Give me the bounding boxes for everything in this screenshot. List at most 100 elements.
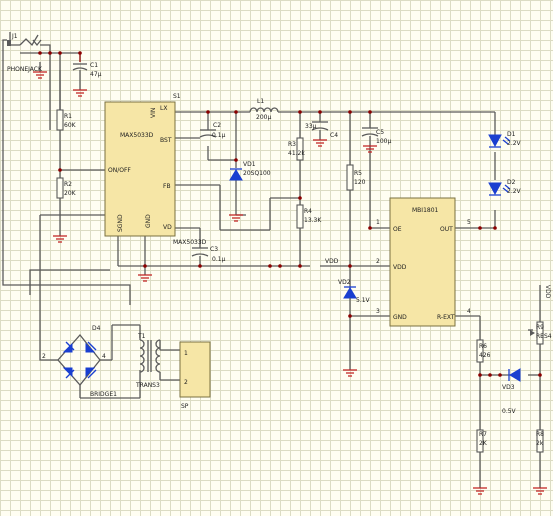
mbi-pin-rext: R-EXT xyxy=(437,314,455,321)
ground-c5-icon xyxy=(363,145,377,153)
pin-sgnd: SGND xyxy=(117,214,124,232)
phonejack-label: PHONEJACK xyxy=(7,66,43,73)
d1-name: D1 xyxy=(507,131,516,138)
c3-name: C3 xyxy=(210,246,218,253)
vd1-value: 20SQ100 xyxy=(243,170,271,177)
sp-pin-2: 2 xyxy=(184,379,188,386)
vd3-value: 0.5V xyxy=(502,408,517,415)
l1-value: 200μ xyxy=(256,114,271,121)
pin-fb: FB xyxy=(163,183,171,190)
bridge-pin-2: 2 xyxy=(42,353,46,360)
wires xyxy=(2,32,541,488)
sp-label: SP xyxy=(181,403,189,410)
r2-name: R2 xyxy=(64,181,72,188)
vdd-label: VDD xyxy=(325,258,339,265)
r8-name: R8 xyxy=(536,431,544,438)
capacitor-c2[interactable]: C2 0.1μ xyxy=(199,122,226,139)
ground-vd1-icon xyxy=(229,214,243,222)
sp-pin-1: 1 xyxy=(184,350,188,357)
resistor-r8[interactable]: R8 2k xyxy=(536,429,544,453)
ic-max5033d[interactable]: MAX5033D LX BST ON/OFF FB VD VIN SGND GN… xyxy=(104,93,207,246)
c1-value: 47μ xyxy=(90,71,102,78)
c4-top-value: 33μ xyxy=(305,123,317,130)
c2-name: C2 xyxy=(213,122,221,129)
speaker-sp[interactable]: 1 2 SP xyxy=(179,341,211,410)
j1-label: J1 xyxy=(11,33,18,40)
vd2-name: VD2 xyxy=(338,279,351,286)
r4-value: 13.3K xyxy=(304,217,322,224)
junction-dots xyxy=(38,51,542,377)
mbi-pin-1: 1 xyxy=(376,219,380,226)
resistor-r1[interactable]: R1 60K xyxy=(56,109,77,131)
trans-label: TRANS3 xyxy=(135,382,160,389)
resistor-r3[interactable]: R3 41.2k xyxy=(288,137,305,161)
pin-bst: BST xyxy=(160,137,172,144)
zener-vd2[interactable]: VD2 5.1V xyxy=(338,279,371,310)
r9-value: RES4 xyxy=(536,333,552,340)
r1-name: R1 xyxy=(64,113,72,120)
capacitor-c4[interactable]: 33μ C4 xyxy=(305,121,338,139)
pin-lx: LX xyxy=(160,105,167,112)
ground-u1-icon xyxy=(138,274,152,282)
r6-name: R6 xyxy=(479,343,487,350)
c1-name: C1 xyxy=(90,62,98,69)
r8-value: 2k xyxy=(536,440,544,447)
r2-value: 20K xyxy=(64,190,77,197)
potentiometer-r9[interactable]: R9 RES4 xyxy=(530,321,552,345)
bridge-diode-4-icon xyxy=(85,367,97,379)
diode-vd1[interactable]: VD1 20SQ100 xyxy=(229,161,271,181)
s1-label: S1 xyxy=(173,93,181,100)
mbi-pin-2: 2 xyxy=(376,258,380,265)
vd2-value: 5.1V xyxy=(356,297,371,304)
c4-name: C4 xyxy=(330,132,338,139)
ground-r7-icon xyxy=(473,487,487,495)
l1-name: L1 xyxy=(257,98,264,105)
c3-value: 0.1μ xyxy=(212,256,226,263)
c5-value: 100μ xyxy=(376,138,391,145)
capacitor-c3[interactable]: C3 0.1μ xyxy=(191,246,226,263)
u1-name-bottom: MAX5033D xyxy=(173,239,207,246)
vd3-name: VD3 xyxy=(502,384,515,391)
ground-r2-icon xyxy=(53,235,67,243)
pin-onoff: ON/OFF xyxy=(108,167,131,174)
mbi-pin-vdd: VDD xyxy=(393,264,407,271)
led-d1[interactable]: D1 2.2V xyxy=(488,131,522,148)
ic-mbi1801[interactable]: MBI1801 OE OUT VDD GND R-EXT 1 2 3 4 5 xyxy=(376,197,471,327)
r6-value: 426 xyxy=(479,352,491,359)
resistor-r4[interactable]: R4 13.3K xyxy=(296,204,322,229)
inductor-l1[interactable]: L1 200μ xyxy=(249,98,279,121)
resistor-r6[interactable]: R6 426 xyxy=(476,339,491,363)
capacitor-c1[interactable]: C1 47μ xyxy=(72,62,102,78)
pin-vin: VIN xyxy=(150,108,157,118)
mbi-pin-4: 4 xyxy=(467,308,471,315)
phonejack-j1[interactable]: J1 PHONEJACK xyxy=(7,33,43,73)
u1-name: MAX5033D xyxy=(120,132,154,139)
capacitor-c5[interactable]: C5 100μ xyxy=(361,127,391,145)
mbi-pin-out: OUT xyxy=(440,226,453,233)
vdd-right-label: VDD xyxy=(544,285,551,299)
mbi-name: MBI1801 xyxy=(412,207,439,214)
bridge-diode-3-icon xyxy=(62,367,75,379)
transformer-t1[interactable]: T1 TRANS3 xyxy=(135,325,161,389)
pin-vd: VD xyxy=(163,224,172,231)
d4-name: D4 xyxy=(92,325,101,332)
vd1-name: VD1 xyxy=(243,161,256,168)
ground-c1-icon xyxy=(73,89,87,97)
diode-vd3[interactable]: VD3 0.5V xyxy=(502,368,521,415)
ground-jack-icon xyxy=(33,71,47,79)
ground-symbols xyxy=(33,71,547,495)
led-d2[interactable]: D2 2.2V xyxy=(488,179,522,196)
d2-name: D2 xyxy=(507,179,516,186)
ground-r8-icon xyxy=(533,487,547,495)
r5-name: R5 xyxy=(354,170,362,177)
resistor-r5[interactable]: R5 120 xyxy=(346,164,366,191)
bridge-rectifier[interactable]: D4 2 4 BRIDGE1 xyxy=(42,325,117,398)
bridge-pin-4: 4 xyxy=(102,353,106,360)
resistor-r2[interactable]: R2 20K xyxy=(56,177,77,199)
mbi-pin-oe: OE xyxy=(393,226,402,233)
mbi-pin-5: 5 xyxy=(467,219,471,226)
resistor-r7[interactable]: R7 2K xyxy=(476,429,488,453)
bridge-diode-2-icon xyxy=(85,341,97,353)
